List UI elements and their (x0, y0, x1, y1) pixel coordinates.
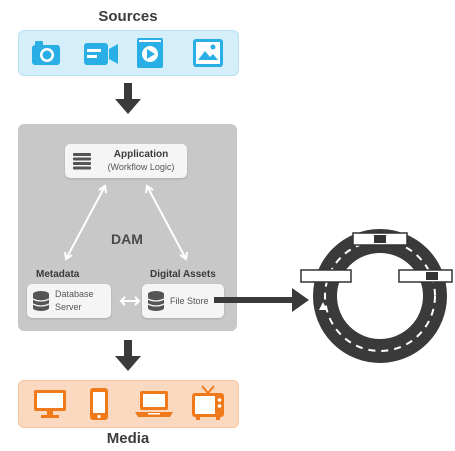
database-icon (33, 291, 49, 311)
arrow-down-sources-to-dam (115, 83, 141, 114)
monitor-icon (33, 389, 67, 419)
database-server-line2: Server (55, 302, 82, 312)
circular-track-icon (298, 224, 454, 364)
camera-icon (31, 39, 61, 67)
file-store-label: File Store (170, 296, 209, 306)
phone-icon (89, 387, 109, 421)
server-stack-icon (73, 153, 91, 170)
file-store-box: File Store (142, 284, 224, 318)
metadata-label: Metadata (36, 269, 80, 280)
image-icon (192, 38, 224, 68)
sources-title: Sources (98, 8, 158, 25)
sources-panel (18, 30, 239, 76)
database-server-box: Database Server (27, 284, 111, 318)
digital-assets-label: Digital Assets (150, 269, 216, 280)
arrow-down-dam-to-media (115, 340, 141, 371)
dam-label: DAM (111, 231, 143, 247)
application-title: Application (113, 149, 169, 160)
media-title: Media (106, 430, 150, 447)
database-server-line1: Database (55, 289, 94, 299)
tv-icon (191, 385, 225, 421)
bidirectional-arrows (64, 184, 188, 306)
media-panel (18, 380, 239, 428)
laptop-icon (134, 390, 174, 418)
dam-panel: Application (Workflow Logic) DAM Metadat… (18, 124, 237, 331)
application-box: Application (Workflow Logic) (65, 144, 187, 178)
database-icon (148, 291, 164, 311)
video-camera-icon (83, 39, 119, 67)
application-subtitle: (Workflow Logic) (107, 162, 175, 172)
arrow-right-to-track (214, 288, 309, 312)
play-file-icon (136, 37, 164, 69)
